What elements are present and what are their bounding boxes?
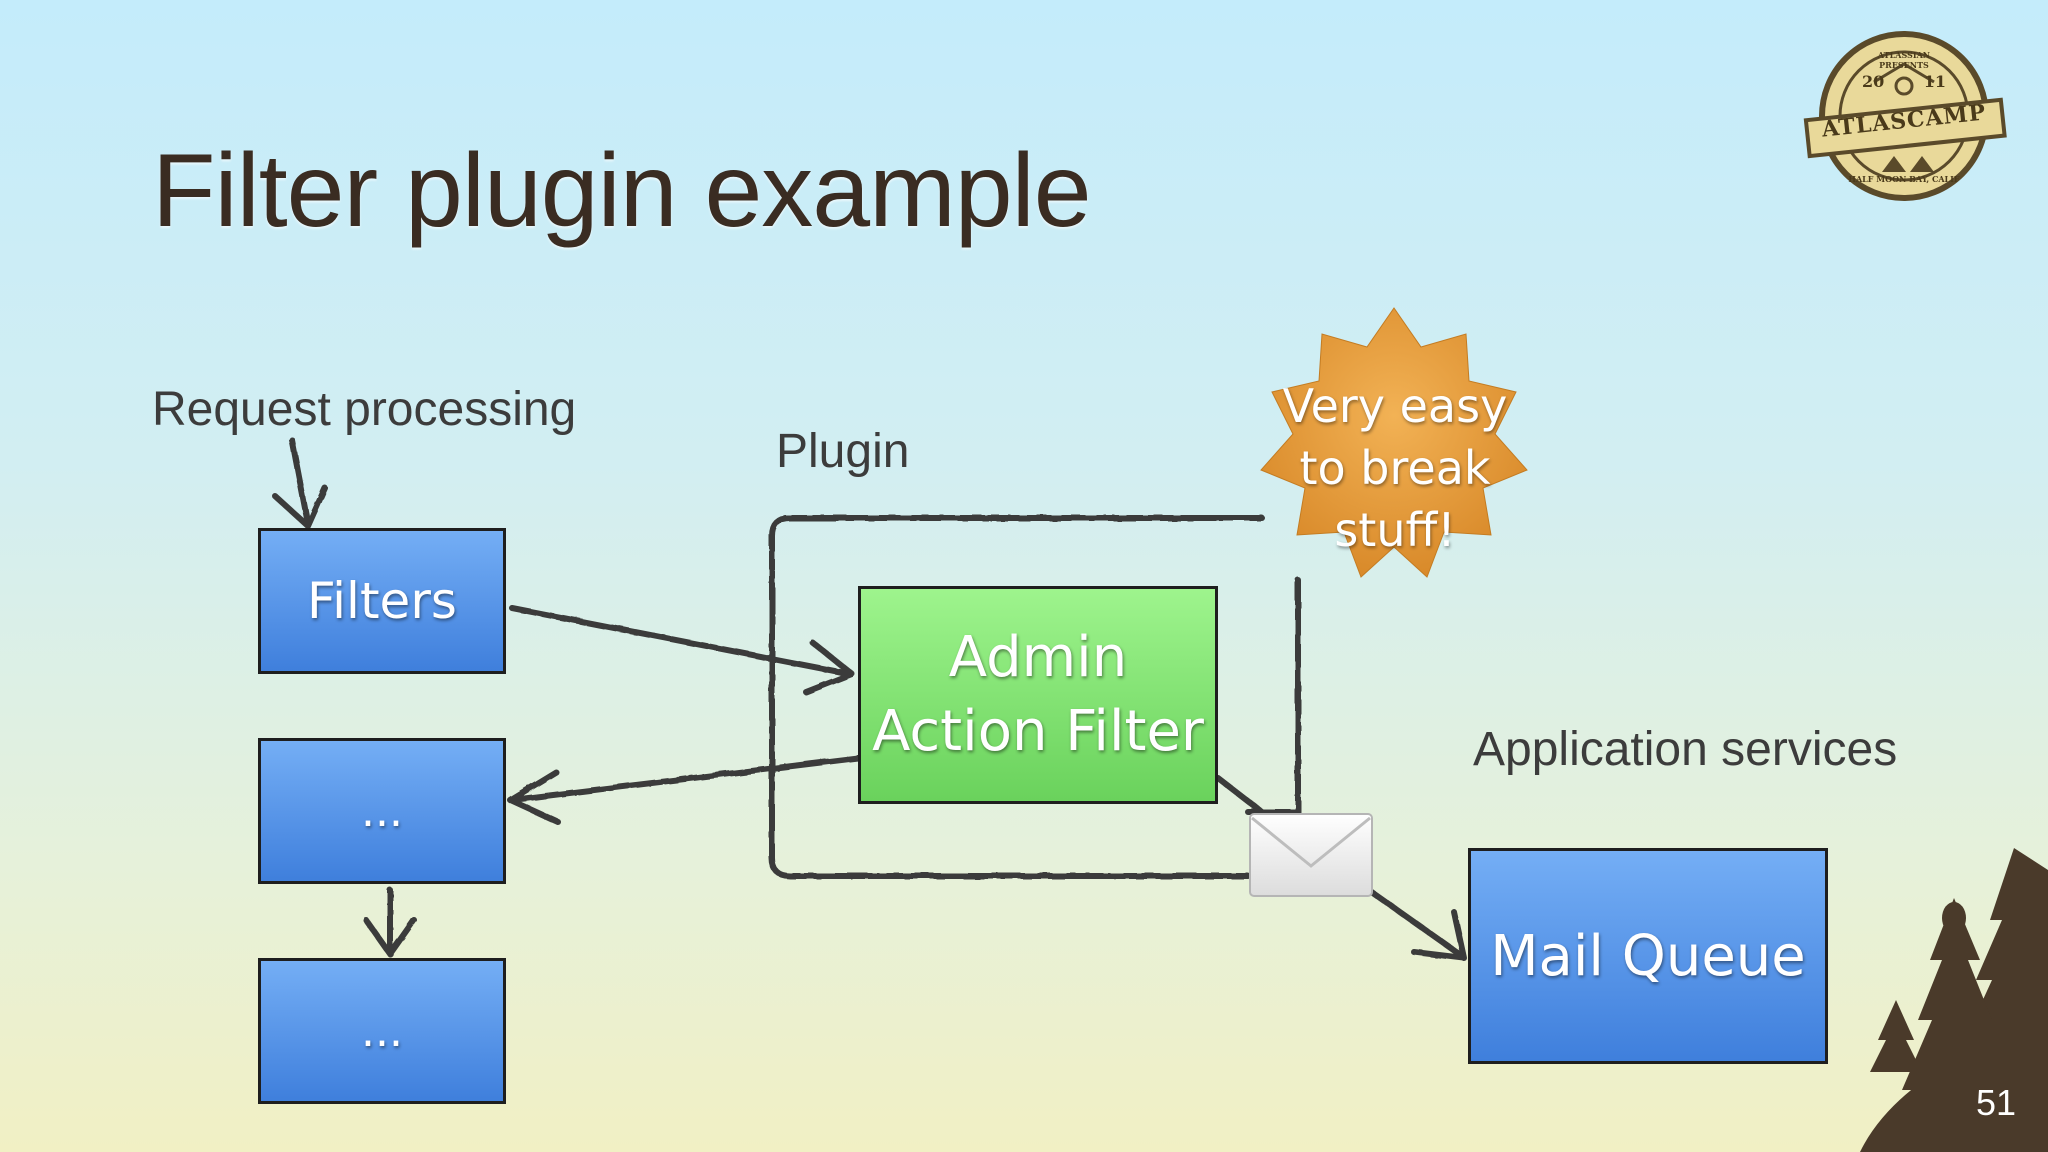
starburst-line3: stuff! [1334,503,1456,557]
logo-top-arc: ATLASSIAN PRESENTS [1877,50,1931,70]
arrow-filters-to-admin [509,605,853,677]
slide-number: 51 [1975,1082,2016,1123]
mail-queue-box: Mail Queue [1468,848,1828,1064]
admin-action-filter-line1: Admin [948,625,1128,690]
logo-year-right: 11 [1923,72,1946,91]
starburst-badge [1260,307,1528,578]
ellipsis-box-1: ... [258,738,506,884]
trees-decoration [1860,848,2048,1152]
request-processing-label: Request processing [152,383,577,436]
admin-action-filter-box: Admin Action Filter [858,586,1218,804]
arrow-admin-to-ellipsis [509,755,861,803]
logo-year: 20 11 [1862,72,1946,91]
plugin-outline [769,515,1301,879]
arrow-request-to-filters [289,437,311,527]
envelope-icon [1249,813,1373,897]
slide-title: Filter plugin example [152,133,1092,249]
ellipsis-box-2: ... [258,958,506,1104]
starburst-line1: Very easy [1282,379,1508,433]
filters-box-label: Filters [307,572,457,630]
atlascamp-logo [1803,31,2007,201]
application-services-label: Application services [1473,723,1898,776]
filters-box: Filters [258,528,506,674]
line-admin-to-envelope [1215,775,1265,815]
starburst-line2: to break [1299,441,1491,495]
plugin-label: Plugin [776,425,910,478]
mail-queue-box-label: Mail Queue [1490,923,1806,989]
admin-action-filter-line2: Action Filter [872,699,1204,764]
logo-bottom-arc: HALF MOON BAY, CALIF [1848,174,1960,184]
arrow-envelope-to-mailqueue [1363,885,1465,959]
logo-year-left: 20 [1862,72,1885,91]
starburst-text: Very easy to break stuff! [1230,375,1560,561]
ellipsis-box-1-label: ... [361,785,403,837]
ellipsis-box-2-label: ... [361,1005,403,1057]
